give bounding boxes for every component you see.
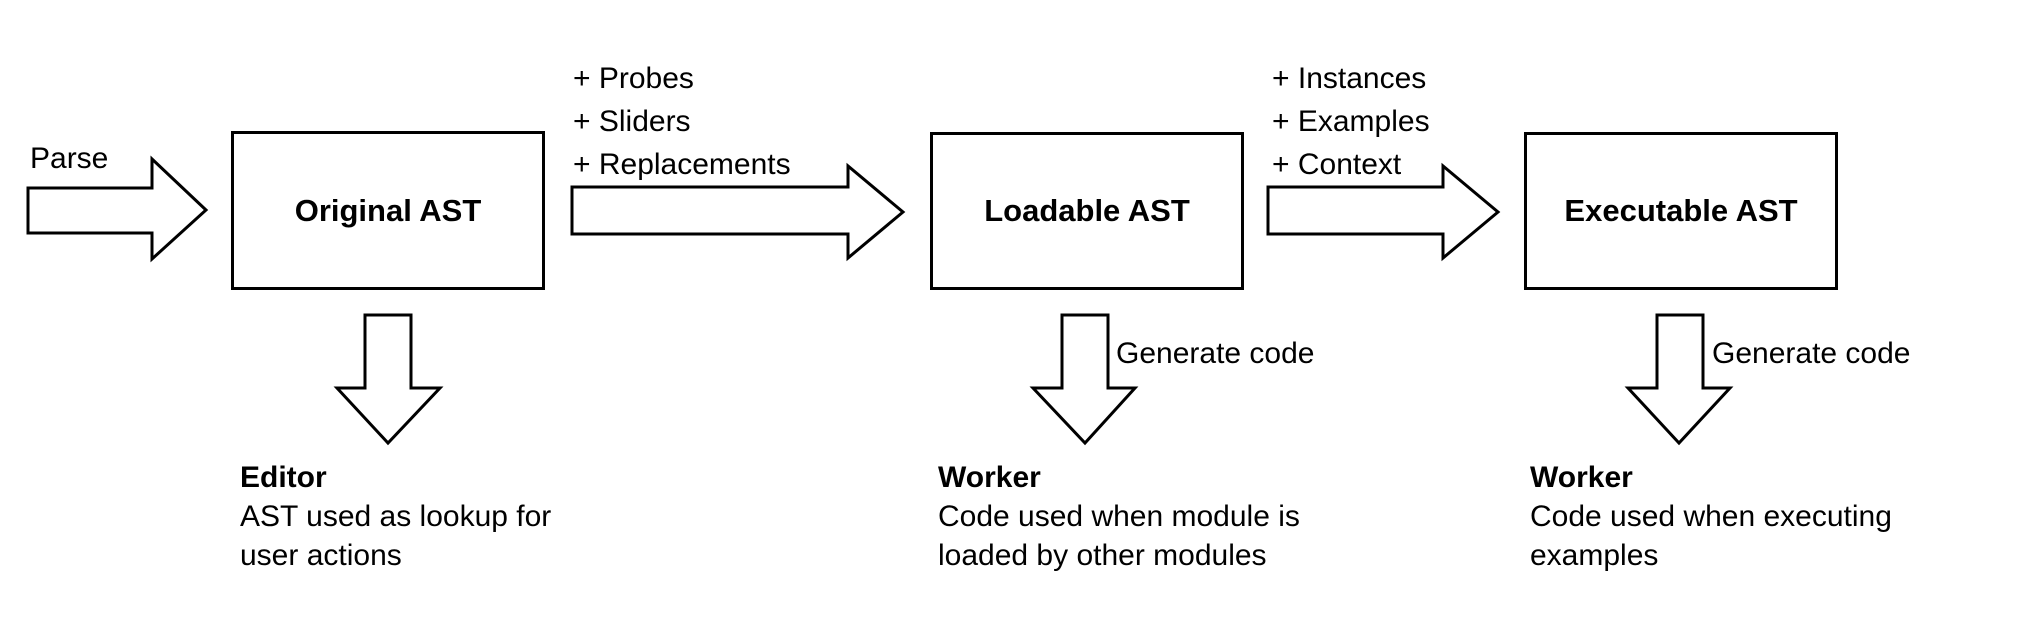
- output-description-line: loaded by other modules: [938, 539, 1267, 572]
- loadable-ast-label: Loadable AST: [984, 193, 1190, 228]
- loadable-to-worker-arrow-icon: [1029, 313, 1139, 446]
- addition-item: + Context: [1272, 148, 1402, 181]
- worker-output-block-loadable: Worker Code used when module is loaded b…: [938, 458, 1300, 575]
- output-description-line: examples: [1530, 539, 1659, 572]
- original-ast-label: Original AST: [294, 192, 482, 228]
- output-title: Worker: [938, 461, 1041, 494]
- addition-item: + Examples: [1272, 105, 1430, 138]
- output-description-line: Code used when executing: [1530, 500, 1892, 533]
- addition-item: + Sliders: [573, 105, 691, 138]
- executable-ast-box: Executable AST: [1524, 132, 1838, 290]
- generate-code-label-loadable: Generate code: [1116, 337, 1315, 370]
- transform1-additions-list: + Probes + Sliders + Replacements: [573, 57, 791, 186]
- transform2-additions-list: + Instances + Examples + Context: [1272, 57, 1430, 186]
- loadable-ast-box: Loadable AST: [930, 132, 1244, 290]
- addition-item: + Probes: [573, 62, 694, 95]
- output-description-line: Code used when module is: [938, 500, 1300, 533]
- worker-output-block-executable: Worker Code used when executing examples: [1530, 458, 1892, 575]
- output-description-line: AST used as lookup for: [240, 500, 552, 533]
- generate-code-label-executable: Generate code: [1712, 337, 1911, 370]
- original-to-editor-arrow-icon: [333, 313, 444, 446]
- parse-arrow-icon: [26, 155, 209, 263]
- addition-item: + Instances: [1272, 62, 1427, 95]
- original-to-loadable-arrow-icon: [570, 162, 906, 262]
- output-title: Worker: [1530, 461, 1633, 494]
- editor-output-block: Editor AST used as lookup for user actio…: [240, 458, 551, 575]
- parse-label: Parse: [30, 142, 109, 175]
- executable-to-worker-arrow-icon: [1624, 313, 1734, 446]
- executable-ast-label: Executable AST: [1564, 193, 1798, 228]
- output-title: Editor: [240, 461, 327, 494]
- output-description-line: user actions: [240, 539, 402, 572]
- addition-item: + Replacements: [573, 148, 791, 181]
- loadable-to-executable-arrow-icon: [1266, 162, 1501, 262]
- original-ast-box: Original AST: [231, 131, 545, 290]
